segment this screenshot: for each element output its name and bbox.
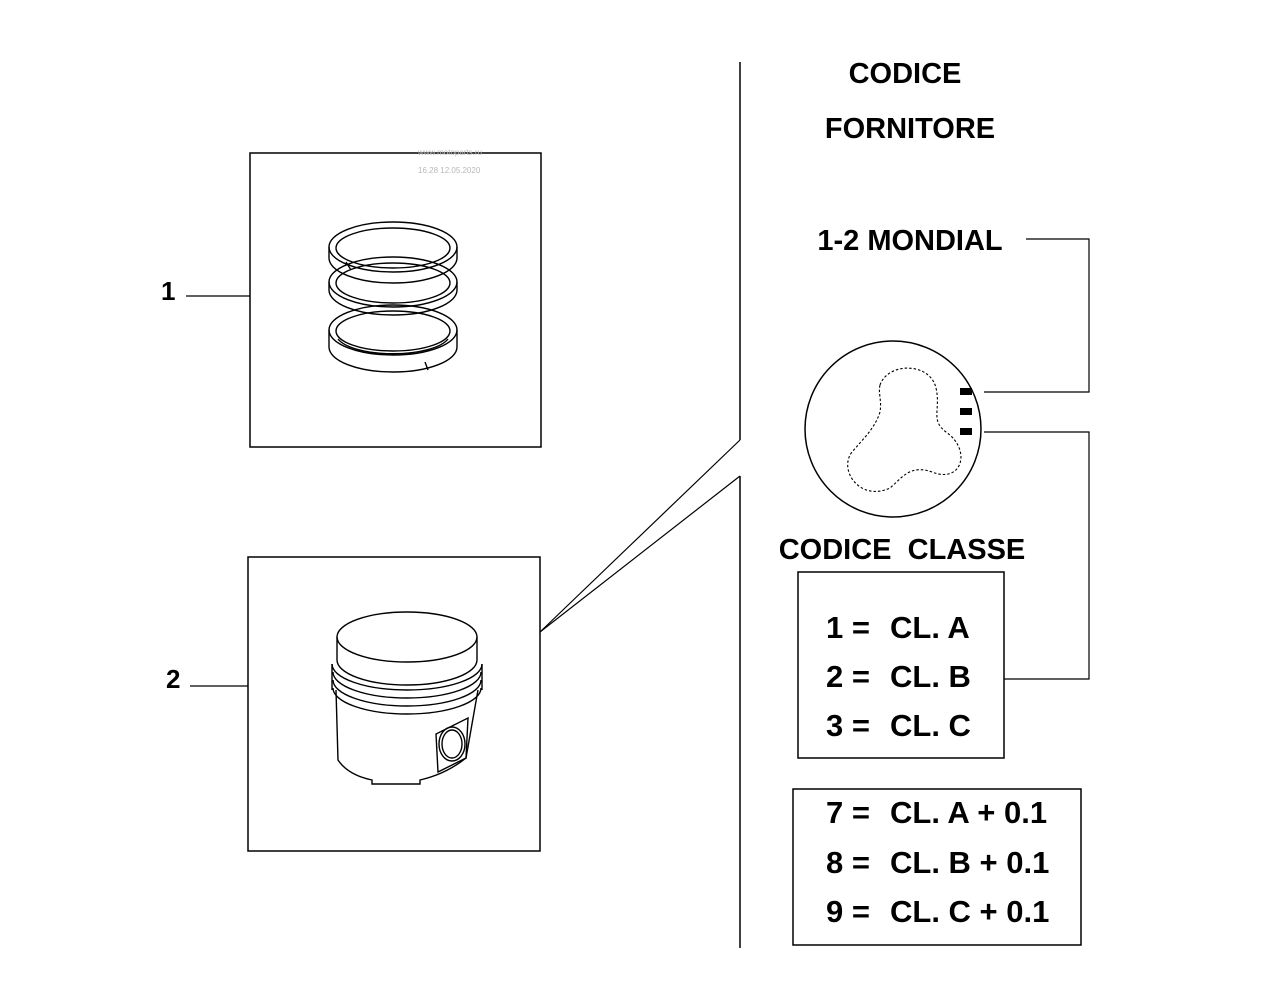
class-leader-line (984, 431, 1090, 680)
supplier-leader-line (984, 238, 1090, 393)
piston-icon (331, 611, 483, 785)
class-value-2: CL. B (890, 659, 971, 694)
class-code-1: 1 = (826, 610, 870, 645)
piston-rings-icon (328, 221, 458, 373)
marking-3 (960, 428, 972, 435)
callout-1-number: 1 (161, 276, 175, 306)
supplier-heading-line-1: CODICE (849, 58, 962, 90)
class-code-8: 8 = (826, 845, 870, 880)
watermark-line-1: www.motoparts.ru (417, 148, 482, 157)
class-value-7: CL. A + 0.1 (890, 795, 1047, 830)
part-1-frame (249, 152, 542, 448)
part-1-piston-rings[interactable]: www.motoparts.ru 16.28 12.05.2020 (249, 148, 542, 448)
class-code-7: 7 = (826, 795, 870, 830)
class-value-1: CL. A (890, 610, 970, 645)
watermark-line-2: 16.28 12.05.2020 (418, 166, 481, 175)
piston-crown-detail (804, 340, 982, 518)
marking-2 (960, 408, 972, 415)
combustion-bowl (847, 367, 962, 492)
zoom-lines (539, 439, 741, 633)
callout-2-number: 2 (166, 664, 180, 694)
class-code-2: 2 = (826, 659, 870, 694)
class-value-9: CL. C + 0.1 (890, 894, 1049, 929)
class-legend-oversize: 7 = CL. A + 0.1 8 = CL. B + 0.1 9 = CL. … (792, 788, 1082, 946)
supplier-entry: 1-2 MONDIAL (817, 225, 1002, 257)
part-2-frame (247, 556, 541, 852)
callout-2: 2 (166, 664, 248, 694)
marking-1 (960, 388, 972, 395)
class-value-8: CL. B + 0.1 (890, 845, 1049, 880)
part-2-piston[interactable] (247, 556, 541, 852)
supplier-heading-line-2: FORNITORE (825, 113, 995, 145)
class-legend-standard: 1 = CL. A 2 = CL. B 3 = CL. C (797, 571, 1005, 759)
class-code-9: 9 = (826, 894, 870, 929)
crown-outline (804, 340, 982, 518)
class-code-3: 3 = (826, 708, 870, 743)
class-value-3: CL. C (890, 708, 971, 743)
callout-1: 1 (161, 276, 250, 306)
class-heading: CODICE CLASSE (779, 534, 1026, 566)
